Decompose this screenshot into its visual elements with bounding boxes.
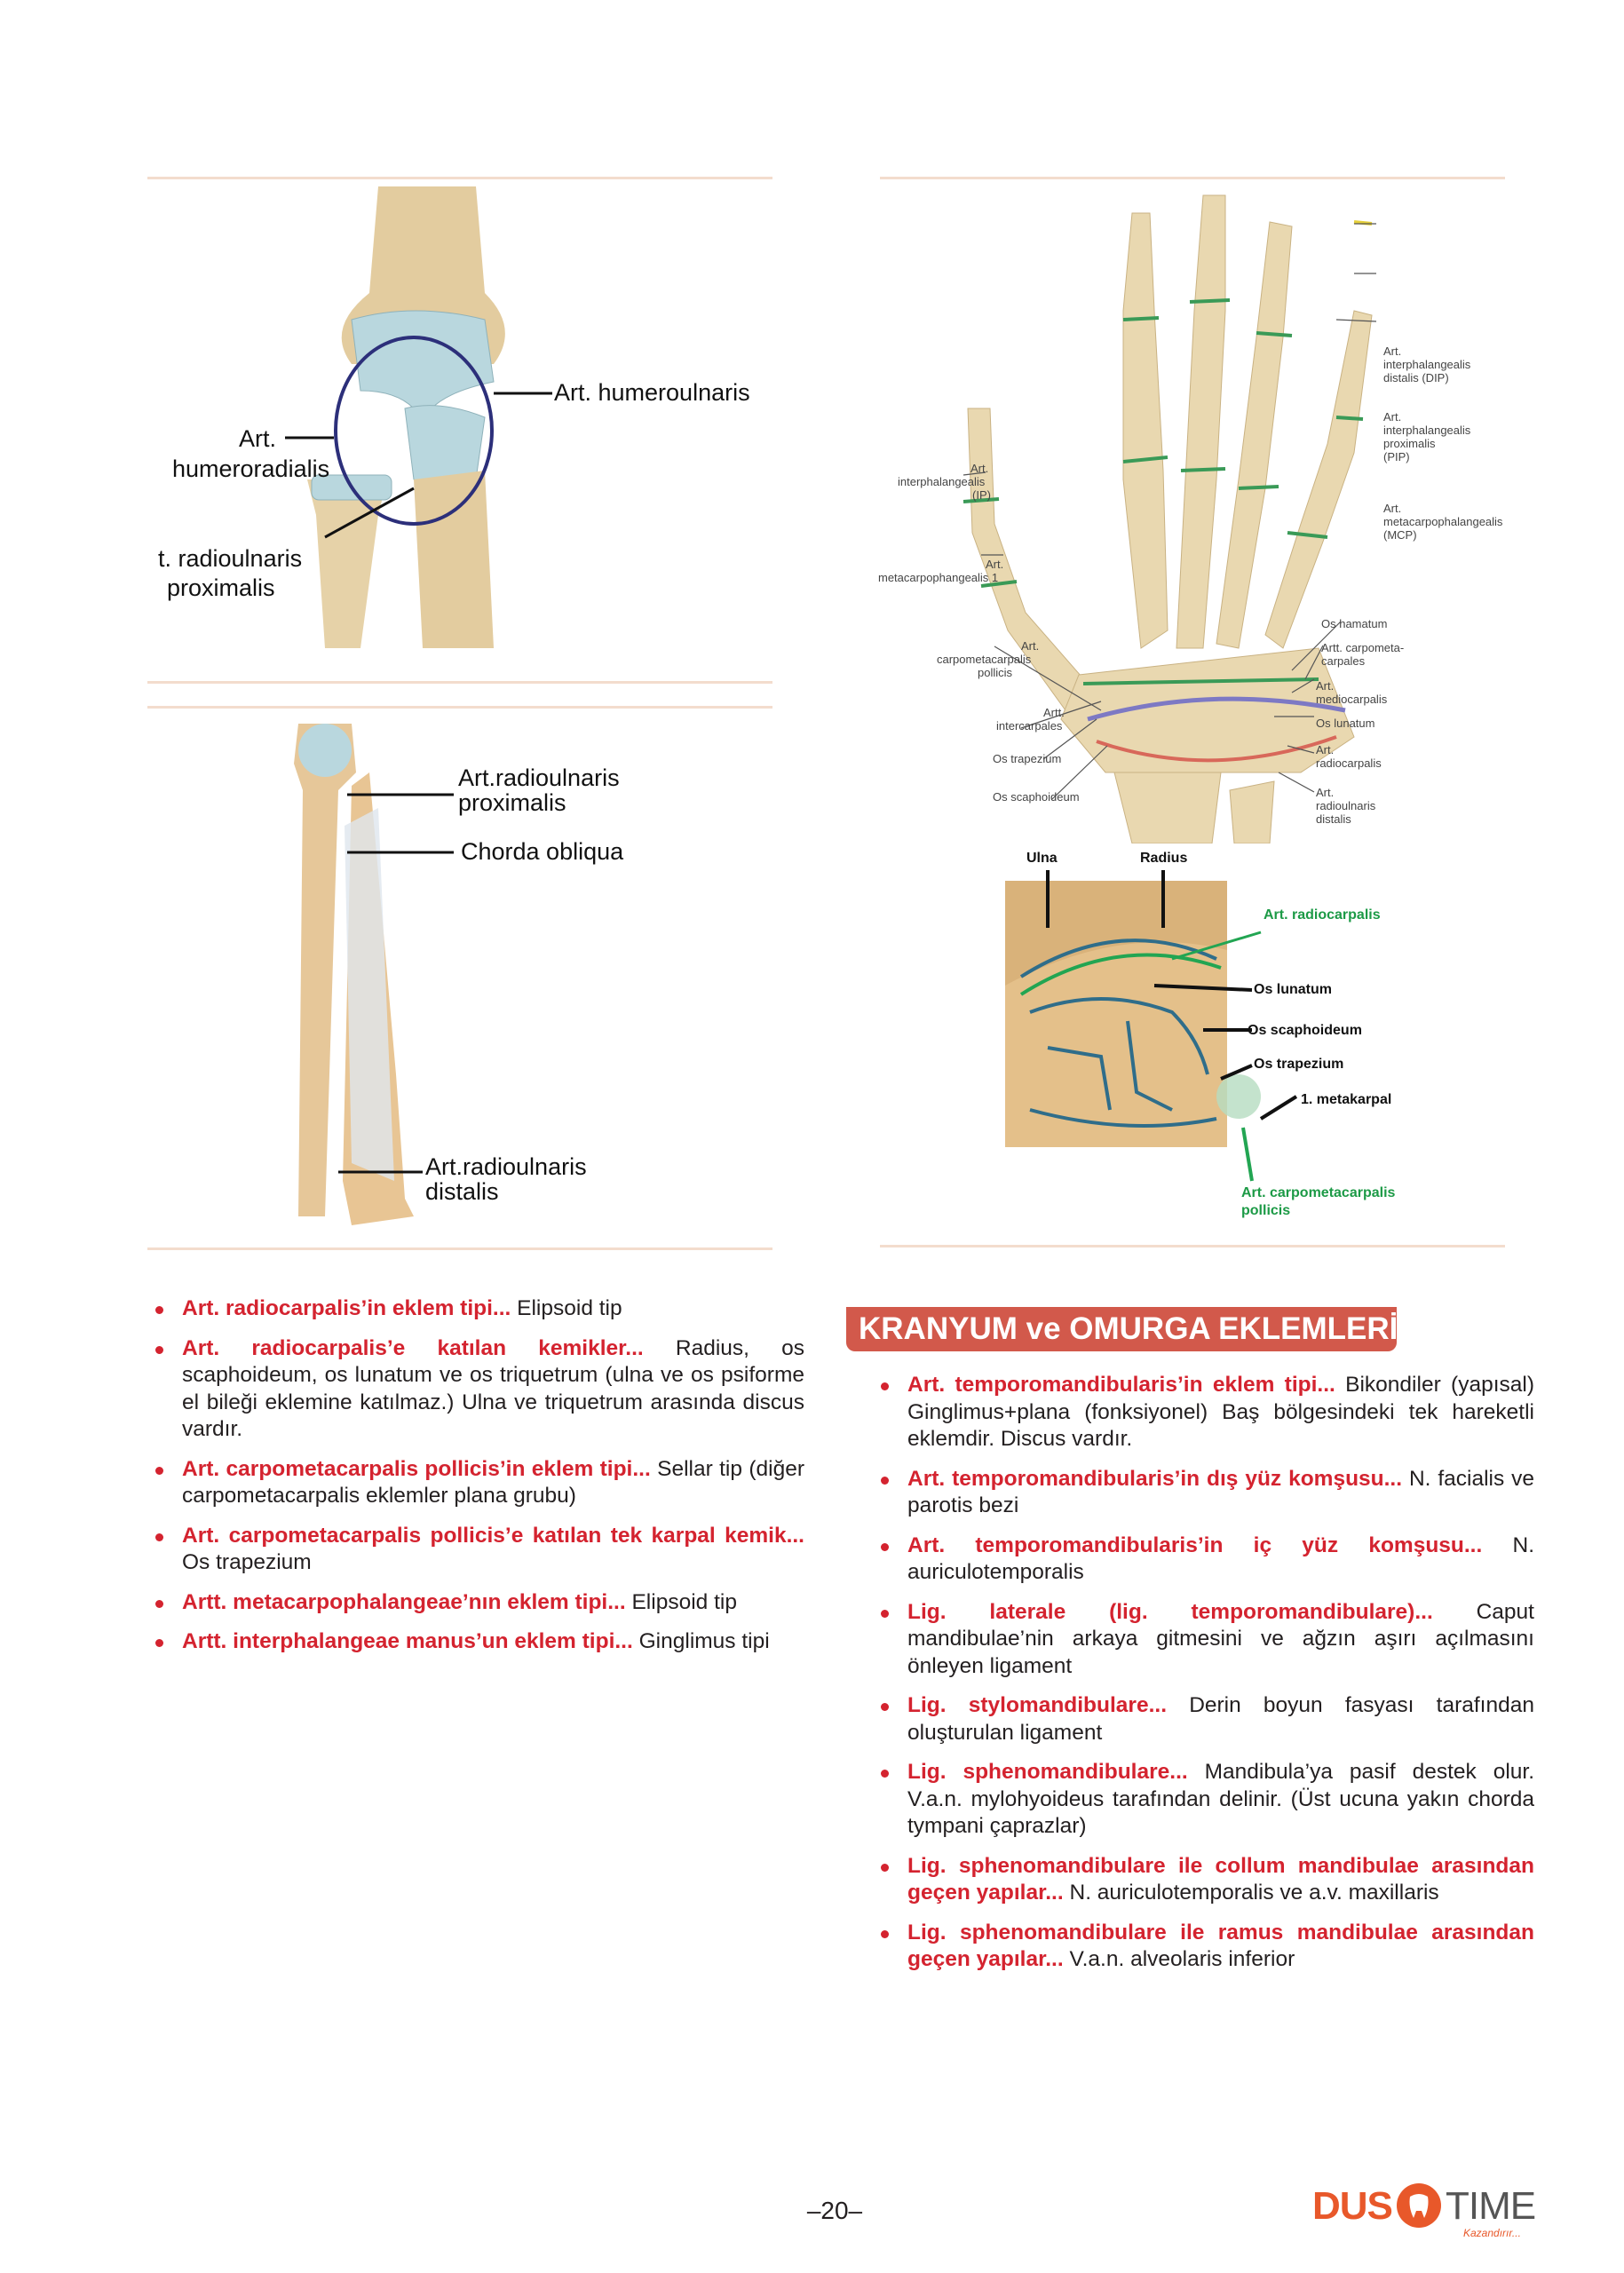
label-art-mediocarpalis: Art.: [1316, 679, 1335, 693]
elbow-joint-figure: Art. humeroulnaris Art. humeroradialis t…: [147, 186, 772, 657]
hand-skeleton-figure: Art. interphalangealis distalis (DIP) Ar…: [875, 186, 1514, 844]
section-title: KRANYUM ve OMURGA EKLEMLERİ: [846, 1307, 1398, 1351]
label-artt-carpometacarpales-2: carpales: [1321, 654, 1366, 668]
label-mcp-3: (MCP): [1383, 528, 1417, 542]
label-os-lunatum: Os lunatum: [1254, 982, 1333, 997]
label-proximalis: proximalis: [458, 789, 566, 816]
label-dip-3: distalis (DIP): [1383, 371, 1449, 384]
label-art-cmc-pollicis-3: pollicis: [978, 666, 1013, 679]
label-art-humeroradialis-2: humeroradialis: [172, 455, 330, 482]
label-mcp1: Art.: [986, 558, 1004, 571]
label-artt-intercarpales-2: intercarpales: [996, 719, 1063, 733]
label-art-cmc-pollicis: Art.: [1021, 639, 1040, 653]
label-mcp1-2: metacarpophangealis 1: [878, 571, 999, 584]
label-art-radiocarpalis: Art. radiocarpalis: [1264, 907, 1381, 923]
page-number: –20–: [806, 2197, 863, 2224]
hand-illustration: [963, 194, 1377, 844]
list-item: Art. carpometacarpalis pollicis’e katıla…: [154, 1523, 804, 1577]
label-art-radioulnaris-distalis: Art.: [1316, 786, 1335, 799]
divider: [880, 1245, 1505, 1247]
list-item: Art. temporomandibularis’in eklem tipi..…: [879, 1372, 1534, 1453]
wrist-section-illustration: [1005, 870, 1298, 1182]
left-bullet-list: Art. radiocarpalis’in eklem tipi... Elip…: [154, 1295, 804, 1668]
label-mcp: Art.: [1383, 502, 1402, 515]
wrist-section-figure: Ulna Radius Art. radiocarpalis Os lunatu…: [994, 843, 1492, 1234]
label-ip: Art.: [970, 462, 989, 475]
label-art-radioulnaris-distalis-2: radioulnaris: [1316, 799, 1376, 812]
label-artt-carpometacarpales: Artt. carpometa-: [1321, 641, 1405, 654]
label-art-cmc-pollicis: Art. carpometacarpalis: [1241, 1185, 1396, 1200]
label-art-radioulnaris-distalis-3: distalis: [1316, 812, 1351, 826]
label-radius: Radius: [1140, 851, 1188, 866]
list-item: Art. temporomandibularis’in iç yüz komşu…: [879, 1532, 1534, 1587]
label-distalis: distalis: [425, 1178, 499, 1205]
label-art-radiocarpalis: Art.: [1316, 743, 1335, 756]
elbow-illustration: [285, 186, 552, 648]
label-pip-3: proximalis: [1383, 437, 1436, 450]
logo-text-time: TIME: [1446, 2184, 1536, 2228]
label-dip-2: interphalangealis: [1383, 358, 1471, 371]
label-ulna: Ulna: [1026, 851, 1058, 866]
dustime-logo: DUS TIME Kazandırır...: [1312, 2177, 1543, 2239]
label-pip-2: interphalangealis: [1383, 424, 1471, 437]
divider: [147, 706, 772, 709]
label-art-radiocarpalis-2: radiocarpalis: [1316, 756, 1382, 770]
label-os-hamatum: Os hamatum: [1321, 617, 1388, 630]
divider: [880, 177, 1505, 179]
radius-ulna-illustration: [294, 724, 454, 1225]
list-item: Lig. sphenomandibulare ile ramus mandibu…: [879, 1920, 1534, 1974]
list-item: Art. temporomandibularis’in dış yüz komş…: [879, 1466, 1534, 1520]
divider: [147, 681, 772, 684]
list-item: Lig. sphenomandibulare ile collum mandib…: [879, 1853, 1534, 1907]
label-os-trapezium: Os trapezium: [1254, 1057, 1344, 1072]
list-item: Lig. laterale (lig. temporomandibulare).…: [879, 1599, 1534, 1681]
label-art-radioulnaris-proximalis: t. radioulnaris: [158, 545, 303, 572]
list-item: Art. carpometacarpalis pollicis’in eklem…: [154, 1456, 804, 1510]
label-art-radioulnaris-proximalis: Art.radioulnaris: [458, 764, 620, 791]
label-art-radioulnaris-proximalis-2: proximalis: [167, 574, 275, 601]
label-art-cmc-pollicis-2: carpometacarpalis: [937, 653, 1032, 666]
label-art-mediocarpalis-2: mediocarpalis: [1316, 693, 1388, 706]
label-1-metakarpal: 1. metakarpal: [1301, 1092, 1392, 1107]
list-item: Lig. sphenomandibulare... Mandibula’ya p…: [879, 1759, 1534, 1841]
label-os-trapezium: Os trapezium: [993, 752, 1062, 765]
label-art-humeroulnaris: Art. humeroulnaris: [554, 379, 750, 406]
label-art-radioulnaris-distalis: Art.radioulnaris: [425, 1153, 587, 1180]
label-chorda-obliqua: Chorda obliqua: [461, 838, 624, 865]
right-bullet-list: Art. temporomandibularis’in eklem tipi..…: [879, 1372, 1534, 1986]
divider: [147, 177, 772, 179]
list-item: Art. radiocarpalis’in eklem tipi... Elip…: [154, 1295, 804, 1323]
label-mcp-2: metacarpophalangealis: [1383, 515, 1503, 528]
logo-text-dus: DUS: [1312, 2184, 1393, 2228]
divider: [147, 1247, 772, 1250]
label-os-lunatum: Os lunatum: [1316, 717, 1375, 730]
label-pip-4: (PIP): [1383, 450, 1410, 463]
list-item: Lig. stylomandibulare... Derin boyun fas…: [879, 1692, 1534, 1746]
label-artt-intercarpales: Artt.: [1043, 706, 1065, 719]
label-dip: Art.: [1383, 345, 1402, 358]
list-item: Art. radiocarpalis’e katılan kemikler...…: [154, 1335, 804, 1444]
list-item: Artt. interphalangeae manus’un eklem tip…: [154, 1628, 804, 1656]
list-item: Artt. metacarpophalangeae’nın eklem tipi…: [154, 1589, 804, 1617]
label-pip: Art.: [1383, 410, 1402, 424]
label-ip-2: interphalangealis: [898, 475, 986, 488]
label-pollicis: pollicis: [1241, 1203, 1291, 1218]
tooth-logo-icon: [1397, 2183, 1441, 2228]
forearm-figure: Art.radioulnaris proximalis Chorda obliq…: [147, 719, 772, 1234]
logo-tagline: Kazandırır...: [1463, 2227, 1521, 2239]
label-ip-3: (IP): [972, 488, 991, 502]
label-art-humeroradialis: Art.: [239, 425, 277, 452]
label-os-scaphoideum: Os scaphoideum: [993, 790, 1080, 804]
label-os-scaphoideum: Os scaphoideum: [1248, 1023, 1362, 1038]
